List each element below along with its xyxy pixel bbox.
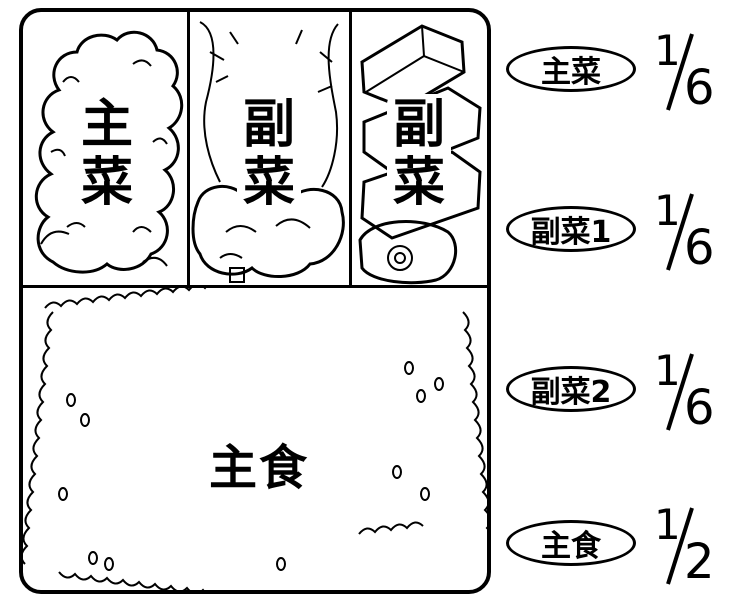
legend-fraction: 1 6 [646, 28, 724, 114]
fraction-denominator: 6 [684, 220, 715, 276]
legend-label: 副菜1 [530, 215, 612, 250]
fraction-numerator: 1 [654, 26, 681, 75]
fraction-slash [666, 33, 694, 111]
side-dish-1-illustration [191, 21, 345, 283]
legend-fraction: 1 6 [646, 188, 724, 274]
legend-label-oval: 副菜2 [506, 366, 636, 412]
staple-food-label: 主食 [209, 440, 310, 496]
legend-fraction: 1 6 [646, 348, 724, 434]
staple-food-illustration [23, 288, 487, 590]
side-dish-2-label: 副 菜 [387, 94, 451, 214]
fraction-denominator: 2 [684, 534, 715, 590]
staple-food-compartment: 主食 [23, 288, 487, 590]
side-dish-1-label-char-2: 菜 [242, 153, 295, 213]
legend-row-staple-food: 主食 1 2 [506, 502, 728, 588]
legend-label: 主食 [541, 529, 601, 564]
main-dish-label-char-2: 菜 [80, 153, 133, 213]
legend-label-oval: 主菜 [506, 46, 636, 92]
fraction-numerator: 1 [654, 186, 681, 235]
side-dish-1-compartment: 副 菜 [190, 12, 352, 288]
bento-box: 主 菜 副 菜 副 菜 [19, 8, 491, 594]
legend-row-side-dish-2: 副菜2 1 6 [506, 348, 728, 434]
legend-label: 副菜2 [530, 375, 612, 410]
legend-label: 主菜 [541, 55, 601, 90]
main-dish-illustration [34, 30, 184, 274]
legend-fraction: 1 2 [646, 502, 724, 588]
fraction-slash [666, 507, 694, 585]
side-dish-2-compartment: 副 菜 [352, 12, 487, 288]
fraction-slash [666, 353, 694, 431]
side-dish-2-illustration [358, 24, 482, 285]
side-dish-1-label-char-1: 副 [242, 95, 295, 155]
side-dish-2-label-char-2: 菜 [392, 153, 445, 213]
fraction-denominator: 6 [684, 60, 715, 116]
legend-row-side-dish-1: 副菜1 1 6 [506, 188, 728, 274]
legend-label-oval: 主食 [506, 520, 636, 566]
side-dish-2-label-char-1: 副 [392, 95, 445, 155]
legend-row-main-dish: 主菜 1 6 [506, 28, 728, 114]
fraction-denominator: 6 [684, 380, 715, 436]
fraction-numerator: 1 [654, 346, 681, 395]
side-dish-1-label: 副 菜 [237, 94, 301, 214]
main-dish-label: 主 菜 [75, 94, 139, 214]
fraction-numerator: 1 [654, 500, 681, 549]
fraction-slash [666, 193, 694, 271]
main-dish-compartment: 主 菜 [23, 12, 190, 288]
legend-label-oval: 副菜1 [506, 206, 636, 252]
main-dish-label-char-1: 主 [80, 95, 133, 155]
